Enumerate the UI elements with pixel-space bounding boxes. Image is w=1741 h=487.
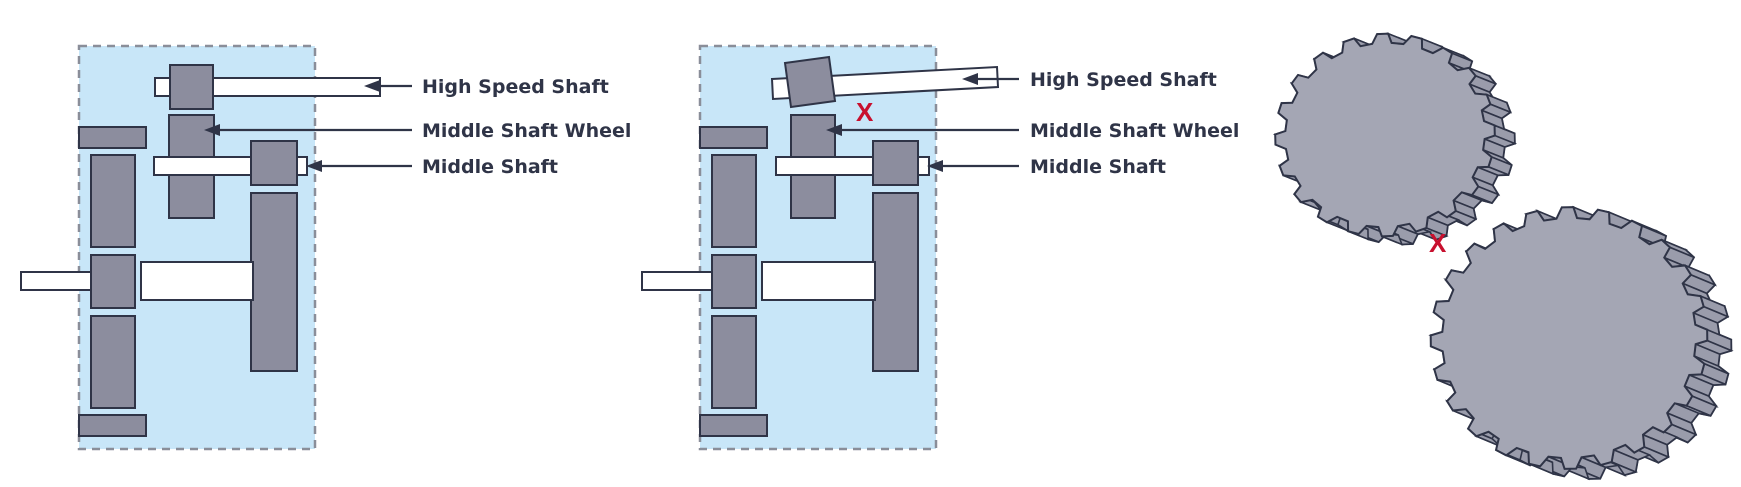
output-shaft <box>641 271 718 291</box>
bearing-top <box>699 126 768 149</box>
arrow-head <box>306 160 322 172</box>
output-coupling <box>711 254 757 309</box>
arrow-head <box>962 73 978 85</box>
middle-shaft-pinion <box>872 140 919 186</box>
arrow-head <box>927 160 943 172</box>
arrow-head <box>204 124 220 136</box>
large-gear <box>1428 205 1734 481</box>
arrow-head <box>826 124 842 136</box>
label-middle-shaft-wheel: Middle Shaft Wheel <box>1030 120 1239 142</box>
output-wheel <box>250 192 298 372</box>
bearing-upper-block <box>90 154 136 248</box>
misalignment-mark: X <box>1429 228 1447 258</box>
arrow-head <box>364 80 380 92</box>
high-speed-pinion-tilted <box>783 55 837 109</box>
bearing-upper-block <box>711 154 757 248</box>
bearing-bottom <box>699 414 768 437</box>
diagram-aligned-gearbox: High Speed Shaft Middle Shaft Wheel Midd… <box>20 44 631 451</box>
label-high-speed-shaft: High Speed Shaft <box>1030 69 1217 91</box>
label-high-speed-shaft: High Speed Shaft <box>422 76 609 98</box>
bearing-top <box>78 126 147 149</box>
gear-front-face <box>1274 32 1496 238</box>
bearing-bottom <box>78 414 147 437</box>
output-shaft-inner <box>761 261 876 301</box>
high-speed-pinion <box>169 64 214 110</box>
output-coupling <box>90 254 136 309</box>
output-wheel <box>872 192 919 372</box>
gear-front-face <box>1429 206 1709 470</box>
middle-shaft-pinion <box>250 140 298 186</box>
diagram-misaligned-gearbox: X High Speed Shaft Middle Shaft Wheel Mi… <box>641 44 1239 451</box>
misalignment-mark: X <box>856 97 874 127</box>
small-gear <box>1272 32 1518 246</box>
diagram-misaligned-gears: X <box>1272 32 1734 481</box>
label-middle-shaft: Middle Shaft <box>422 156 558 178</box>
output-shaft <box>20 271 97 291</box>
label-middle-shaft-wheel: Middle Shaft Wheel <box>422 120 631 142</box>
bearing-lower-block <box>711 315 757 409</box>
label-middle-shaft: Middle Shaft <box>1030 156 1166 178</box>
bearing-lower-block <box>90 315 136 409</box>
output-shaft-inner <box>140 261 254 301</box>
